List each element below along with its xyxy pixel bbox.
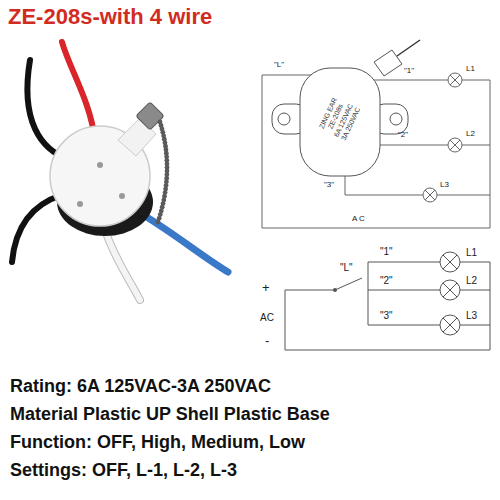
black-wire xyxy=(12,195,62,262)
title: ZE-208s-with 4 wire xyxy=(8,4,212,30)
bushing xyxy=(374,50,402,76)
polarity-sign: + xyxy=(262,281,270,296)
lamp-symbol xyxy=(440,252,460,335)
switch-pivot xyxy=(333,288,337,292)
switch-body xyxy=(300,68,380,176)
terminal-label: "L" xyxy=(274,60,284,69)
white-wire xyxy=(105,230,140,300)
terminal-label: "3" xyxy=(380,310,393,322)
chain-bead xyxy=(156,220,161,225)
mounting-hole xyxy=(278,113,290,125)
lamp-label: L1 xyxy=(466,64,475,73)
terminal-label: "2" xyxy=(380,275,393,287)
supply-label: A C xyxy=(350,214,367,223)
pull-chain xyxy=(156,120,170,225)
spec-line: Settings: OFF, L-1, L-2, L-3 xyxy=(10,460,237,481)
spec-line: Rating: 6A 125VAC-3A 250VAC xyxy=(10,376,271,397)
metal-nut xyxy=(136,102,164,130)
terminal-label: "3" xyxy=(324,180,334,189)
spec-line: Material Plastic UP Shell Plastic Base xyxy=(10,404,330,425)
white-wire xyxy=(105,230,140,300)
screw-hole xyxy=(97,162,103,168)
polarity-sign: - xyxy=(265,334,269,349)
terminal-label: "1" xyxy=(380,246,393,258)
schematic-wiring xyxy=(285,262,490,350)
blue-wire xyxy=(135,210,228,272)
mounting-hole xyxy=(390,113,402,125)
supply-label: AC xyxy=(260,312,274,324)
lamp-label: L2 xyxy=(466,275,477,287)
lamp-label: L1 xyxy=(466,247,477,259)
chain-lead xyxy=(397,40,420,56)
lamp-label: L3 xyxy=(440,180,449,189)
screw-hole xyxy=(77,201,83,207)
terminal-label: "1" xyxy=(404,66,414,75)
lamp-symbol xyxy=(423,73,462,202)
lamp-label: L3 xyxy=(466,310,477,322)
terminal-label: "L" xyxy=(340,262,353,274)
terminal-label: "2" xyxy=(398,130,408,139)
lamp-label: L2 xyxy=(466,129,475,138)
screw-hole xyxy=(119,193,125,199)
spec-line: Function: OFF, High, Medium, Low xyxy=(10,432,305,453)
red-wire xyxy=(62,42,95,140)
